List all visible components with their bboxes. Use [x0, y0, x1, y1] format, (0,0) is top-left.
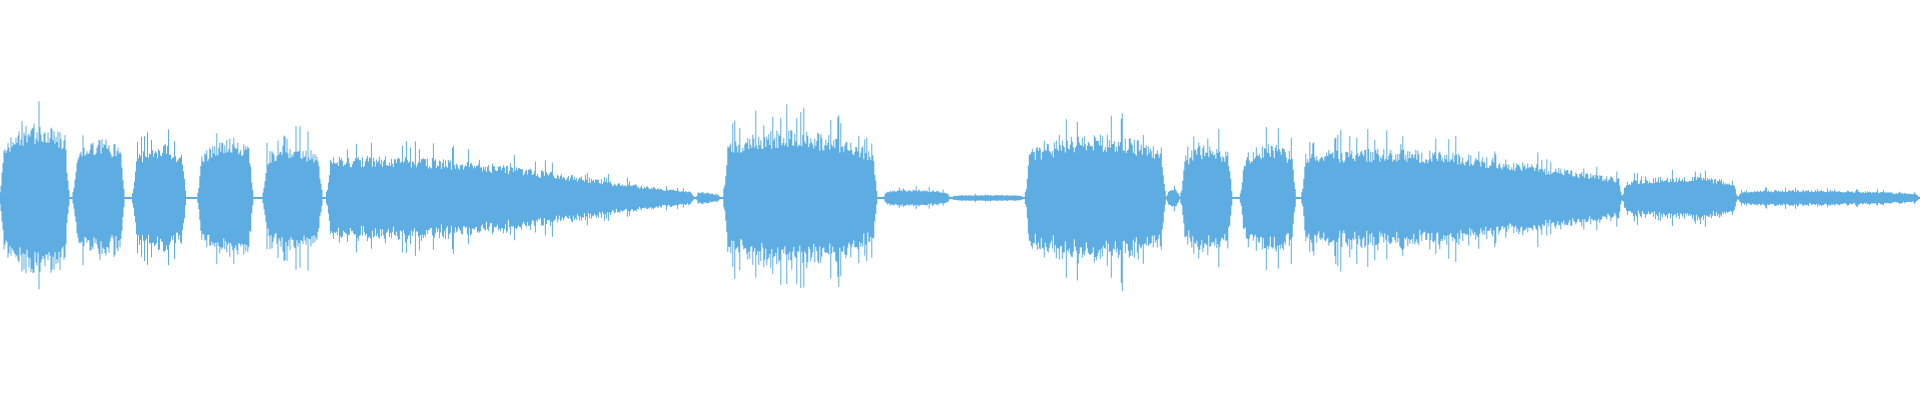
waveform-bars — [0, 101, 1920, 292]
waveform-amplitude-bars — [0, 101, 1920, 292]
